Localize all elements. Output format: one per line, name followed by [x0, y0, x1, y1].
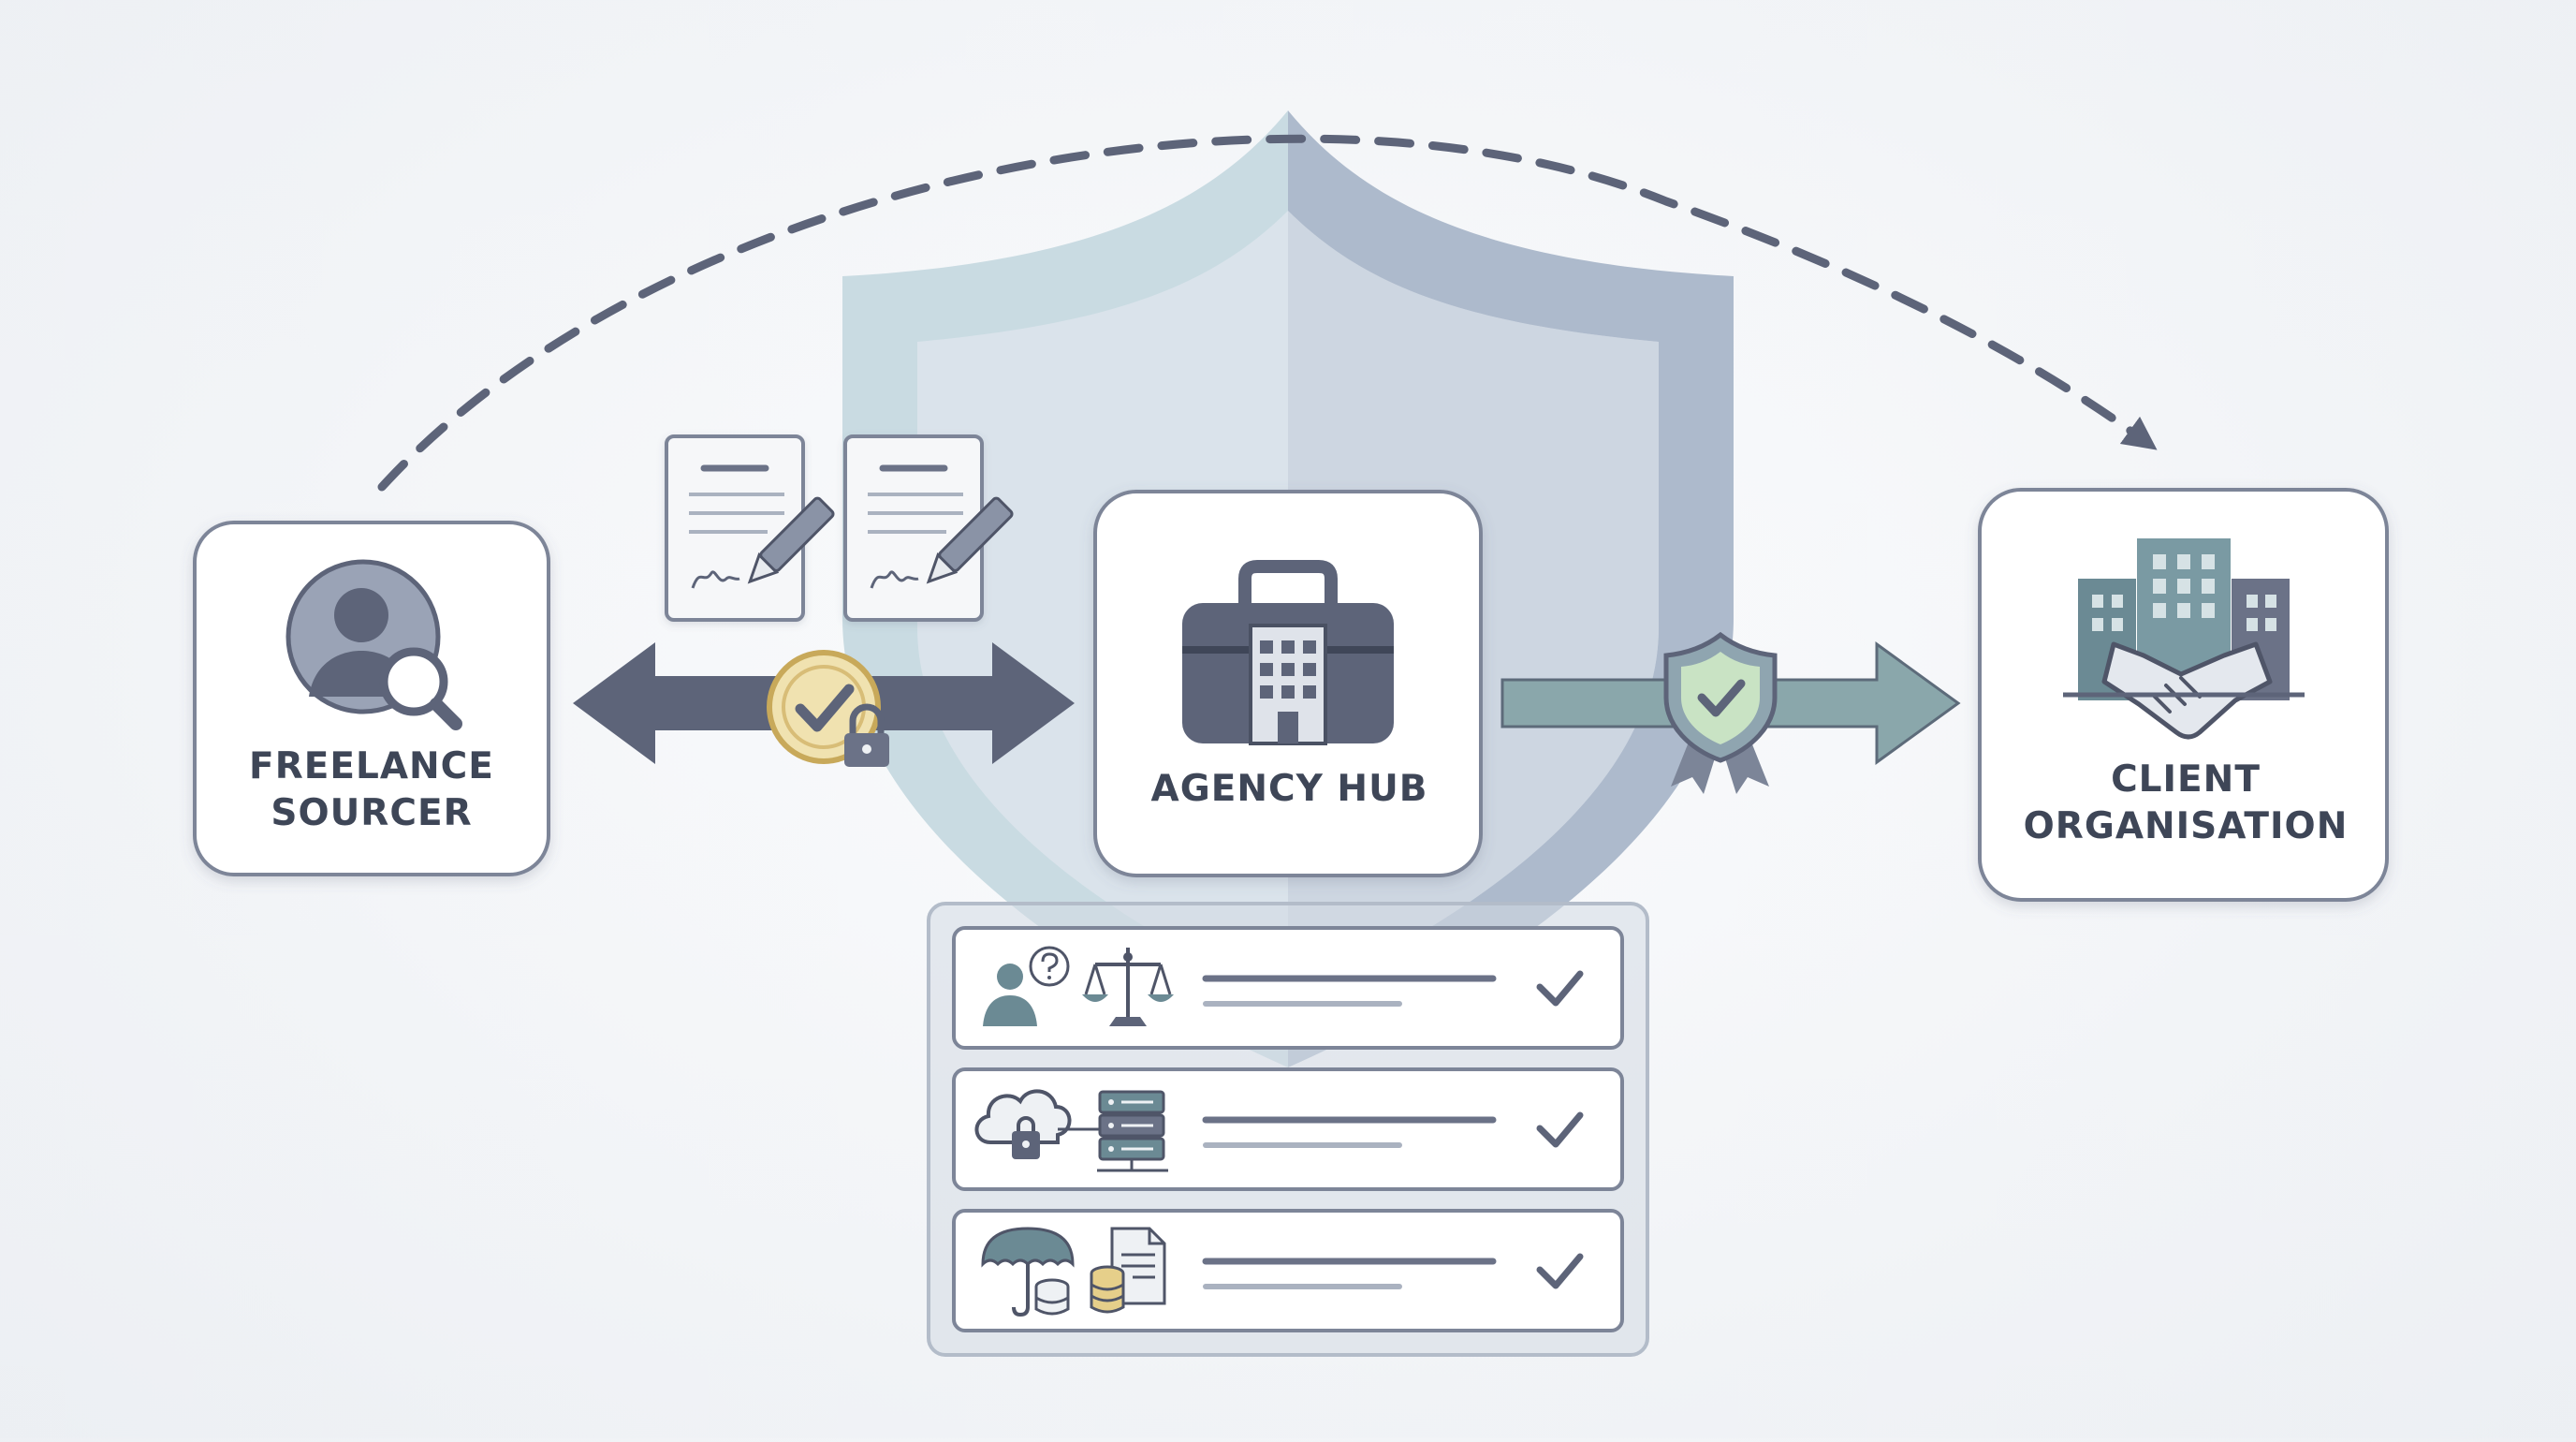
freelance-sourcer-label-line-1: FREELANCE — [249, 745, 494, 787]
checklist-panel — [927, 902, 1649, 1357]
check-lock-icon — [767, 650, 889, 767]
agency-hub-label: AGENCY HUB — [1095, 766, 1484, 813]
person-question-icon — [983, 946, 1070, 1026]
check-icon — [1536, 970, 1584, 1007]
shield-check-ribbon-icon — [1663, 631, 1778, 794]
server-icon — [1058, 1090, 1168, 1172]
freelance-sourcer-label: FREELANCE SOURCER — [194, 743, 549, 837]
checklist-row — [952, 926, 1624, 1050]
document-coins-icon — [1090, 1227, 1166, 1314]
briefcase-building-icon — [1182, 560, 1394, 745]
node-agency-hub — [1093, 490, 1483, 877]
check-icon — [1536, 1253, 1584, 1289]
client-organisation-label-line-1: CLIENT — [2111, 758, 2261, 801]
client-organisation-label: CLIENT ORGANISATION — [1980, 757, 2392, 850]
buildings-handshake-icon — [2063, 538, 2305, 740]
signed-contract-icon — [665, 434, 835, 622]
node-client-organisation — [1978, 488, 2389, 902]
checklist-row — [952, 1209, 1624, 1332]
checklist-row — [952, 1067, 1624, 1191]
client-organisation-label-line-2: ORGANISATION — [2023, 805, 2349, 847]
freelance-sourcer-label-line-2: SOURCER — [271, 792, 473, 834]
dashed-curve-arrow — [377, 134, 2158, 492]
umbrella-coins-icon — [981, 1227, 1075, 1317]
agency-hub-label-line-1: AGENCY HUB — [1150, 768, 1428, 810]
signed-contract-icon — [843, 434, 1014, 622]
node-freelance-sourcer — [193, 521, 550, 876]
person-search-icon — [285, 559, 462, 730]
scales-icon — [1082, 948, 1174, 1026]
cloud-lock-icon — [974, 1089, 1072, 1159]
check-icon — [1536, 1111, 1584, 1148]
